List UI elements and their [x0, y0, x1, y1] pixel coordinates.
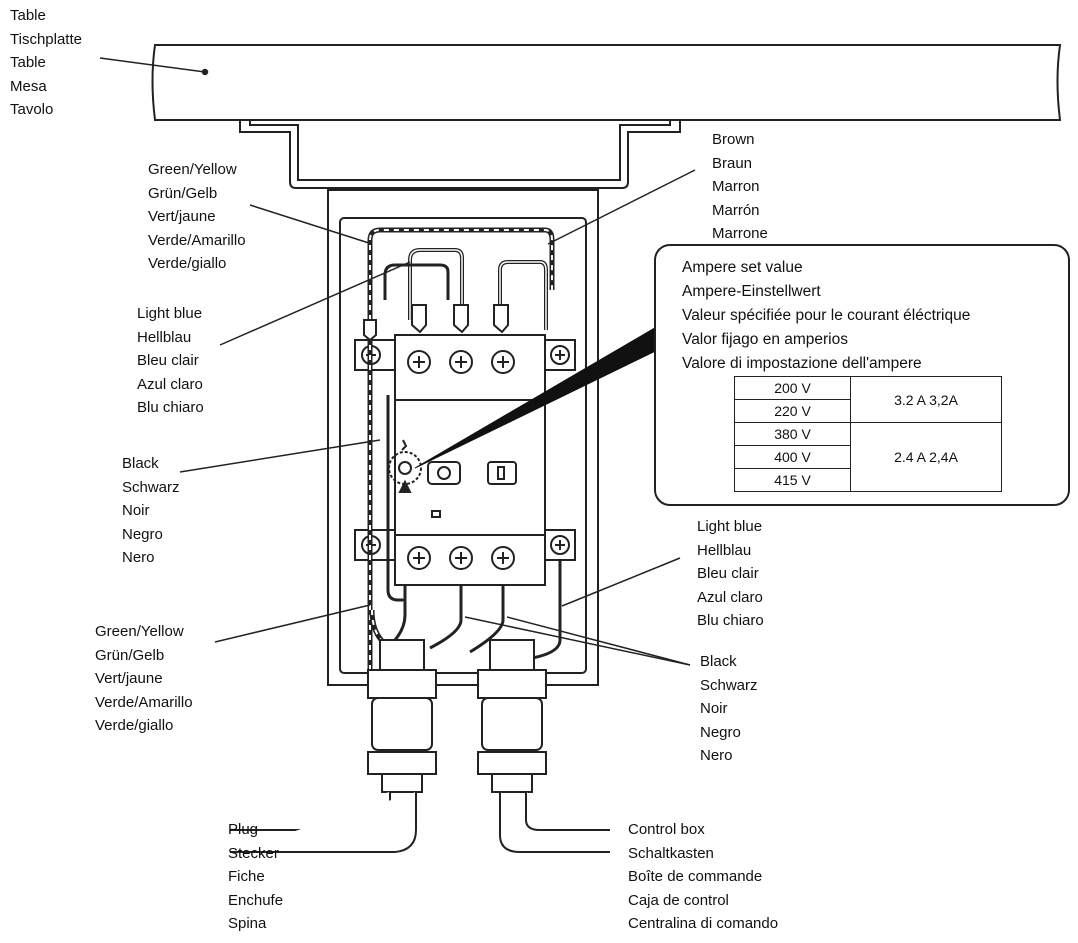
table-row: 200 V 3.2 A 3,2A	[734, 376, 1002, 423]
crimp-lugs	[363, 304, 509, 342]
table-row: 415 V	[734, 468, 1002, 492]
voltage-cell: 200 V	[734, 376, 851, 400]
ampere-heading: Ampere set value Ampere-Einstellwert Val…	[682, 259, 971, 372]
label-green-yellow-bottom: Green/Yellow Grün/Gelb Vert/jaune Verde/…	[95, 623, 193, 734]
label-plug: Plug Stecker Fiche Enchufe Spina	[228, 821, 284, 932]
table-top	[151, 44, 1062, 121]
indicator-window	[487, 461, 517, 485]
leader-lines	[99, 57, 696, 666]
contactor	[354, 334, 576, 586]
ampere-dial	[388, 439, 422, 493]
voltage-cell: 400 V	[734, 445, 851, 469]
ampere-set-value-callout: Ampere set value Ampere-Einstellwert Val…	[654, 244, 1070, 506]
ampere-cell: 3.2 A 3,2A	[850, 376, 1002, 423]
ampere-cell: 2.4 A 2,4A	[850, 422, 1002, 492]
reset-button	[427, 461, 461, 485]
label-green-yellow-top: Green/Yellow Grün/Gelb Vert/jaune Verde/…	[148, 161, 246, 272]
ampere-table: 200 V 3.2 A 3,2A 220 V 380 V 2.4 A 2,4A …	[734, 376, 1002, 492]
label-light-blue-right: Light blue Hellblau Bleu clair Azul clar…	[697, 518, 764, 629]
voltage-cell: 380 V	[734, 422, 851, 446]
voltage-cell: 220 V	[734, 399, 851, 423]
table-row: 220 V	[734, 399, 1002, 423]
label-black-left: Black Schwarz Noir Negro Nero	[122, 455, 180, 566]
label-table: Table Tischplatte Table Mesa Tavolo	[10, 7, 82, 118]
label-light-blue-left: Light blue Hellblau Bleu clair Azul clar…	[137, 305, 204, 416]
voltage-cell: 415 V	[734, 468, 851, 492]
label-black-right: Black Schwarz Noir Negro Nero	[700, 653, 758, 764]
label-brown: Brown Braun Marron Marrón Marrone	[712, 131, 768, 242]
label-control-box: Control box Schaltkasten Boîte de comman…	[628, 821, 779, 932]
right-cable-gland	[477, 639, 610, 853]
table-row: 380 V 2.4 A 2,4A	[734, 422, 1002, 492]
left-cable-gland	[230, 639, 437, 853]
mounting-bracket	[239, 120, 681, 189]
wires-top	[367, 227, 555, 690]
